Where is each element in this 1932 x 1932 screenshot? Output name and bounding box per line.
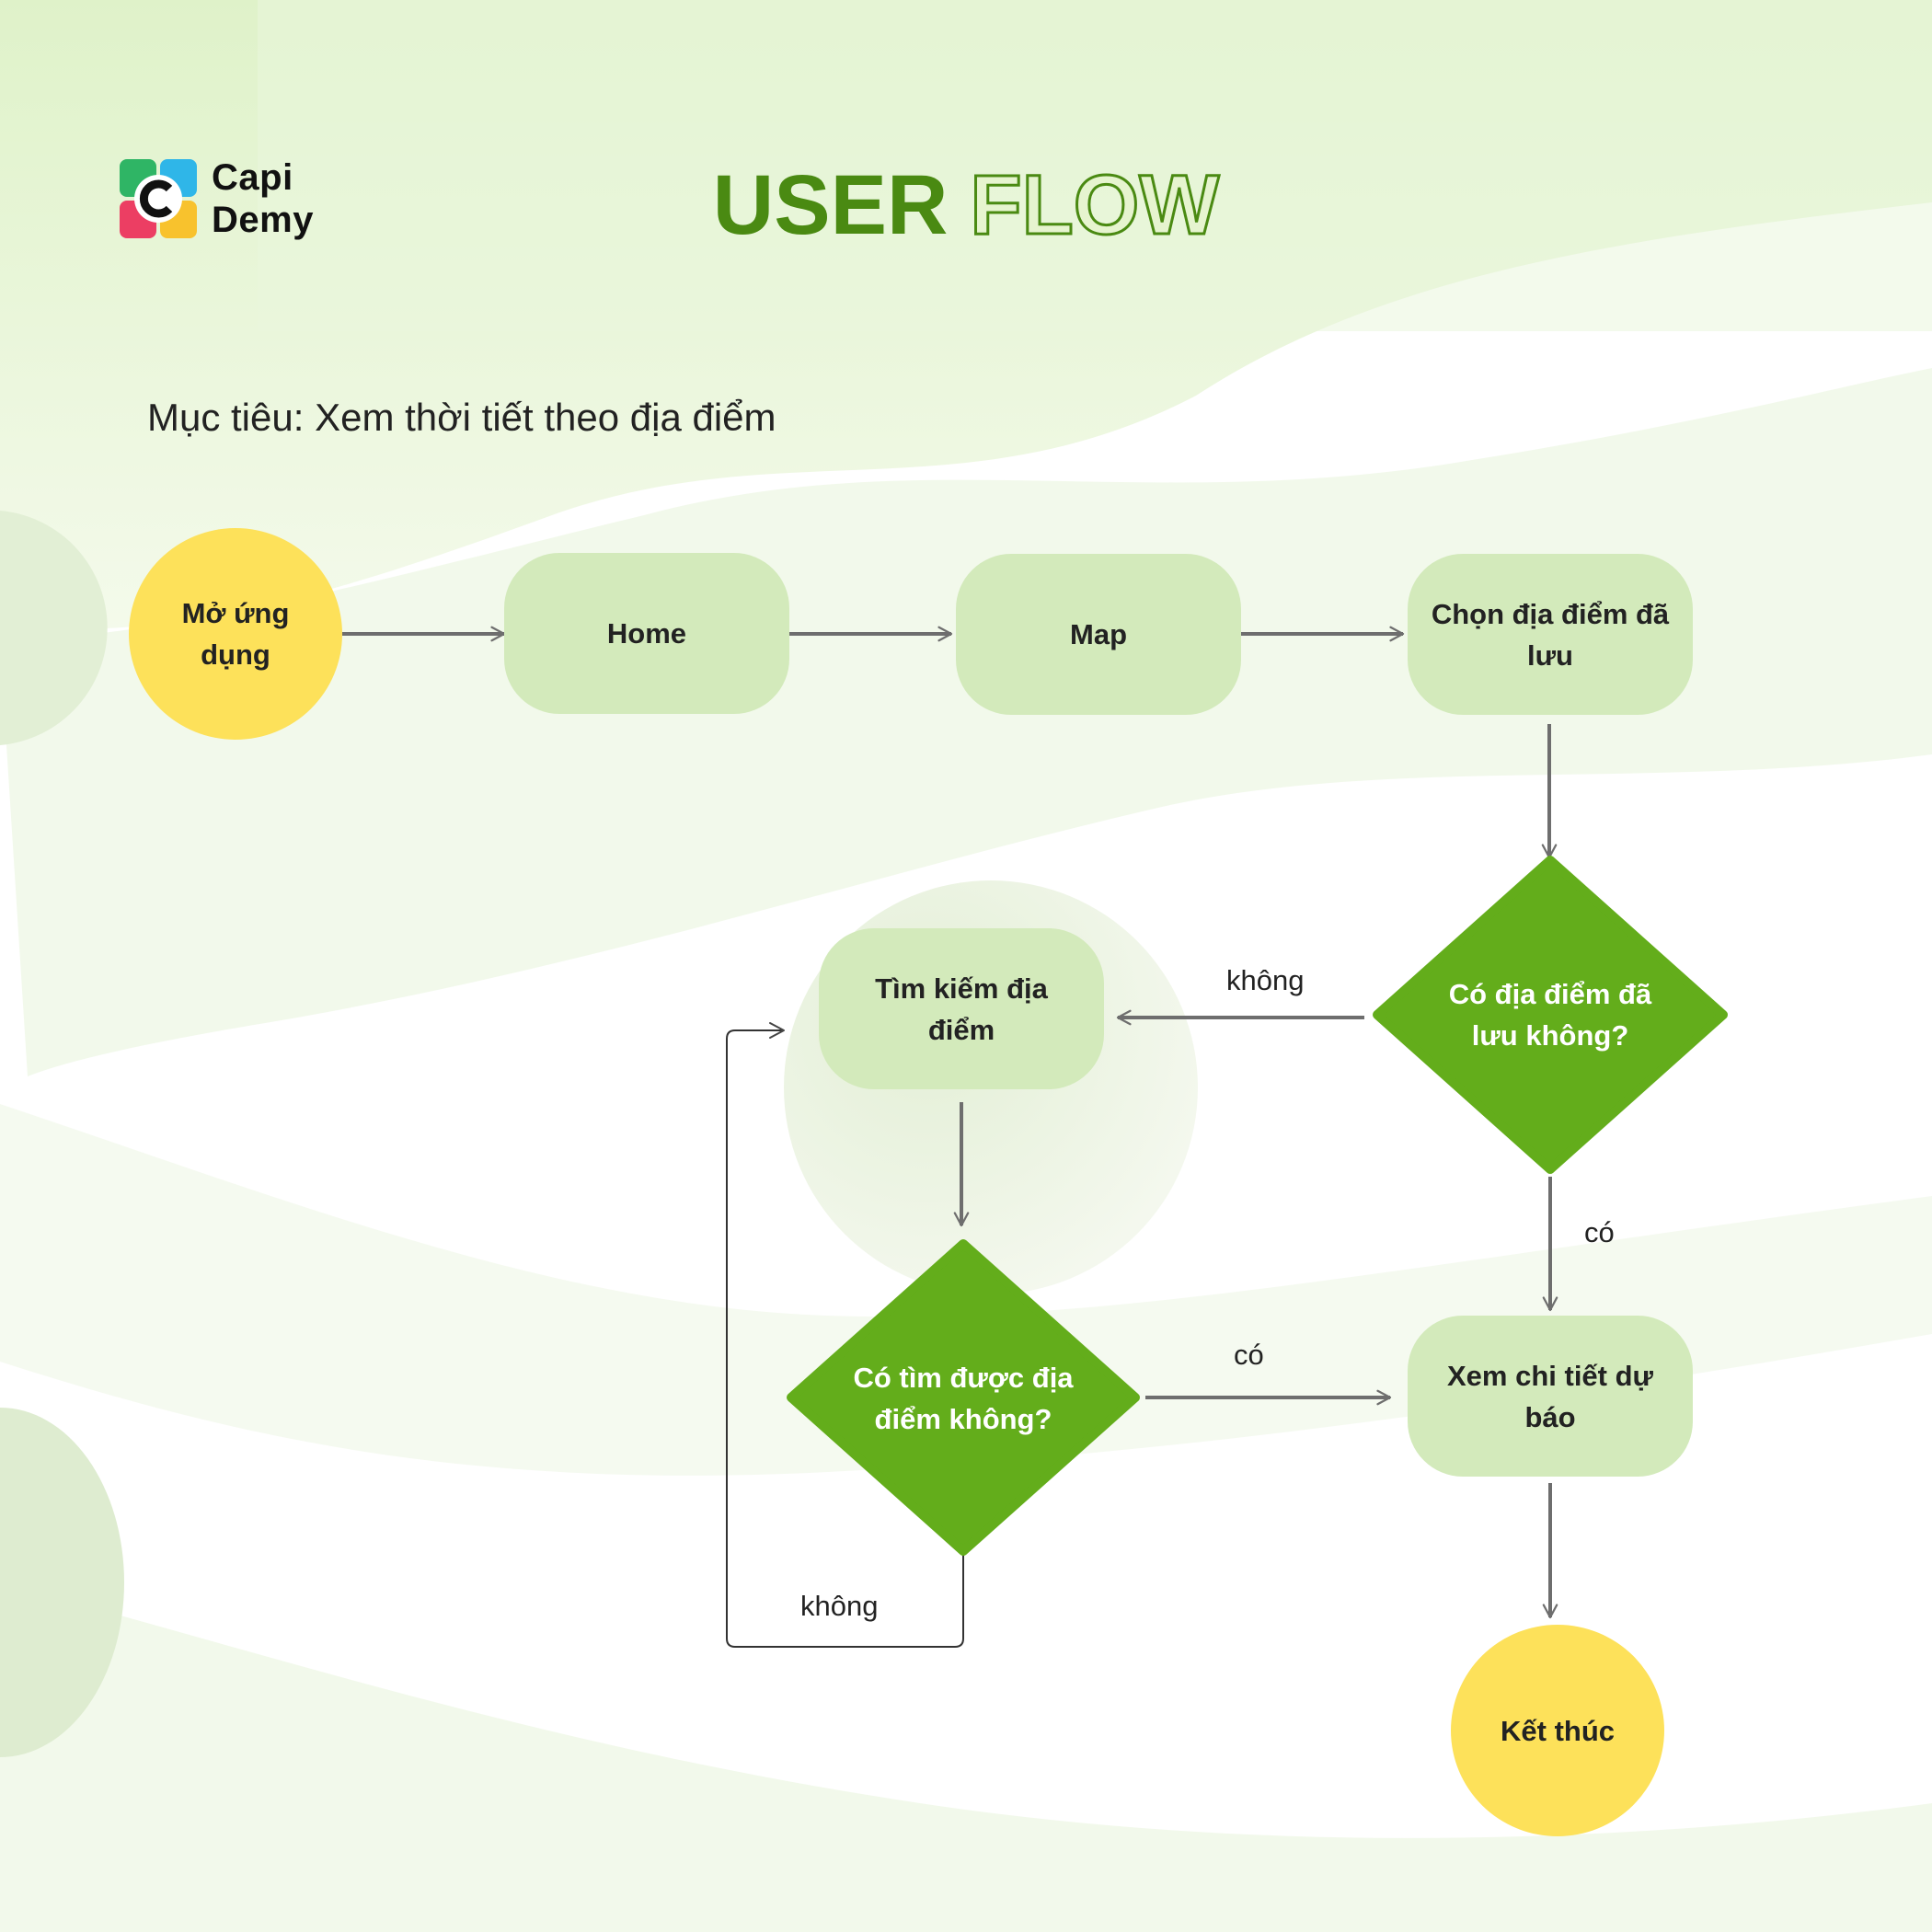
node-forecast-label: Xem chi tiết dự báo [1447, 1359, 1653, 1433]
brand-line1: Capi [212, 157, 293, 198]
edge-label-found-no: không [800, 1590, 879, 1622]
decision-found[interactable]: Có tìm được địa điểm không? [848, 1313, 1078, 1483]
goal-text: Mục tiêu: Xem thời tiết theo địa điểm [147, 396, 776, 439]
capidemy-logo-mark [120, 159, 197, 238]
edge-label-has-saved-no: không [1226, 964, 1305, 996]
node-home[interactable]: Home [504, 553, 789, 714]
brand-line2: Demy [212, 200, 314, 240]
edge-label-has-saved-yes: có [1584, 1216, 1615, 1248]
decision-has-saved-label: Có địa điểm đã lưu không? [1448, 977, 1652, 1052]
node-choose-saved[interactable]: Chọn địa điểm đã lưu [1408, 554, 1693, 715]
node-map[interactable]: Map [956, 554, 1241, 715]
title-flow: FLOW [969, 157, 1221, 254]
decision-has-saved[interactable]: Có địa điểm đã lưu không? [1435, 929, 1665, 1099]
node-end[interactable]: Kết thúc [1451, 1625, 1664, 1836]
edge-label-found-yes: có [1234, 1339, 1264, 1371]
node-map-label: Map [1070, 618, 1127, 650]
node-start-label: Mở ứng dụng [181, 597, 290, 671]
node-end-label: Kết thúc [1501, 1714, 1615, 1747]
decision-has-saved-shape [1373, 856, 1728, 1174]
title-user: USER [712, 158, 949, 252]
node-choose-saved-label: Chọn địa điểm đã lưu [1431, 597, 1670, 672]
node-search-label: Tìm kiếm địa điểm [875, 972, 1048, 1046]
capidemy-logo[interactable]: Capi Demy [120, 156, 314, 241]
decision-found-shape [787, 1239, 1140, 1556]
node-search[interactable]: Tìm kiếm địa điểm [819, 928, 1104, 1089]
node-start[interactable]: Mở ứng dụng [129, 528, 342, 740]
node-home-label: Home [606, 617, 687, 650]
decision-found-label: Có tìm được địa điểm không? [853, 1361, 1074, 1435]
node-forecast[interactable]: Xem chi tiết dự báo [1408, 1316, 1693, 1477]
capidemy-wordmark: Capi Demy [212, 156, 314, 241]
edge-found-no-loop [726, 1022, 964, 1648]
